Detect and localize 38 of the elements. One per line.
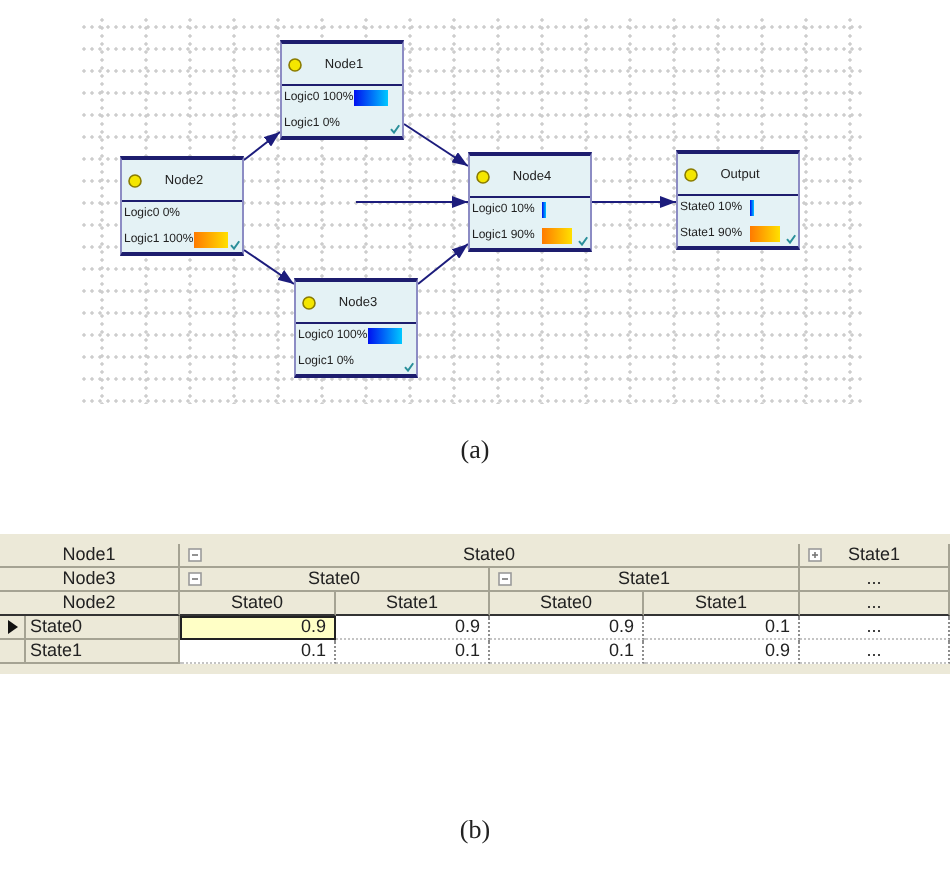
variable-name-cell: Node1 [0,544,180,568]
subfigure-caption: (a) [460,434,490,466]
subfigure-caption: (b) [459,814,491,846]
state-header-cell: State0 [490,592,644,616]
network-node [120,156,244,256]
state-label-cell: State1 [26,640,180,664]
arrow [355,196,469,208]
state-header-text: State1 [847,544,901,566]
state-header-text: State1 [617,568,671,590]
arrow [403,123,469,167]
state-header-cell: ... [800,592,950,616]
more-states-cell: ... [800,640,950,664]
network-node [280,40,404,140]
network-node [468,152,592,252]
probability-value-cell: 0.1 [336,640,490,664]
more-states-cell: ... [800,616,950,640]
state-header-text: State0 [307,568,361,590]
variable-name-cell: Node2 [0,592,180,616]
probability-value-cell: 0.9 [336,616,490,640]
selected-value-cell: 0.9 [180,616,336,640]
arrow [243,131,281,161]
network-node [676,150,800,250]
arrow [243,249,295,285]
state-header-cell: State1 [336,592,490,616]
state-label-cell: State0 [26,616,180,640]
probability-value-cell: 0.9 [490,616,644,640]
arrow [417,243,469,285]
network-node [294,278,418,378]
variable-name-cell: Node3 [0,568,180,592]
probability-value-cell: 0.1 [490,640,644,664]
state-header-cell: State0 [180,592,336,616]
probability-value-cell: 0.1 [644,616,800,640]
probability-value-cell: 0.9 [644,640,800,664]
probability-value-cell: 0.1 [180,640,336,664]
state-header-text: State0 [462,544,516,566]
state-header-cell: ... [800,568,950,592]
state-header-cell: State1 [644,592,800,616]
arrow [591,196,677,208]
